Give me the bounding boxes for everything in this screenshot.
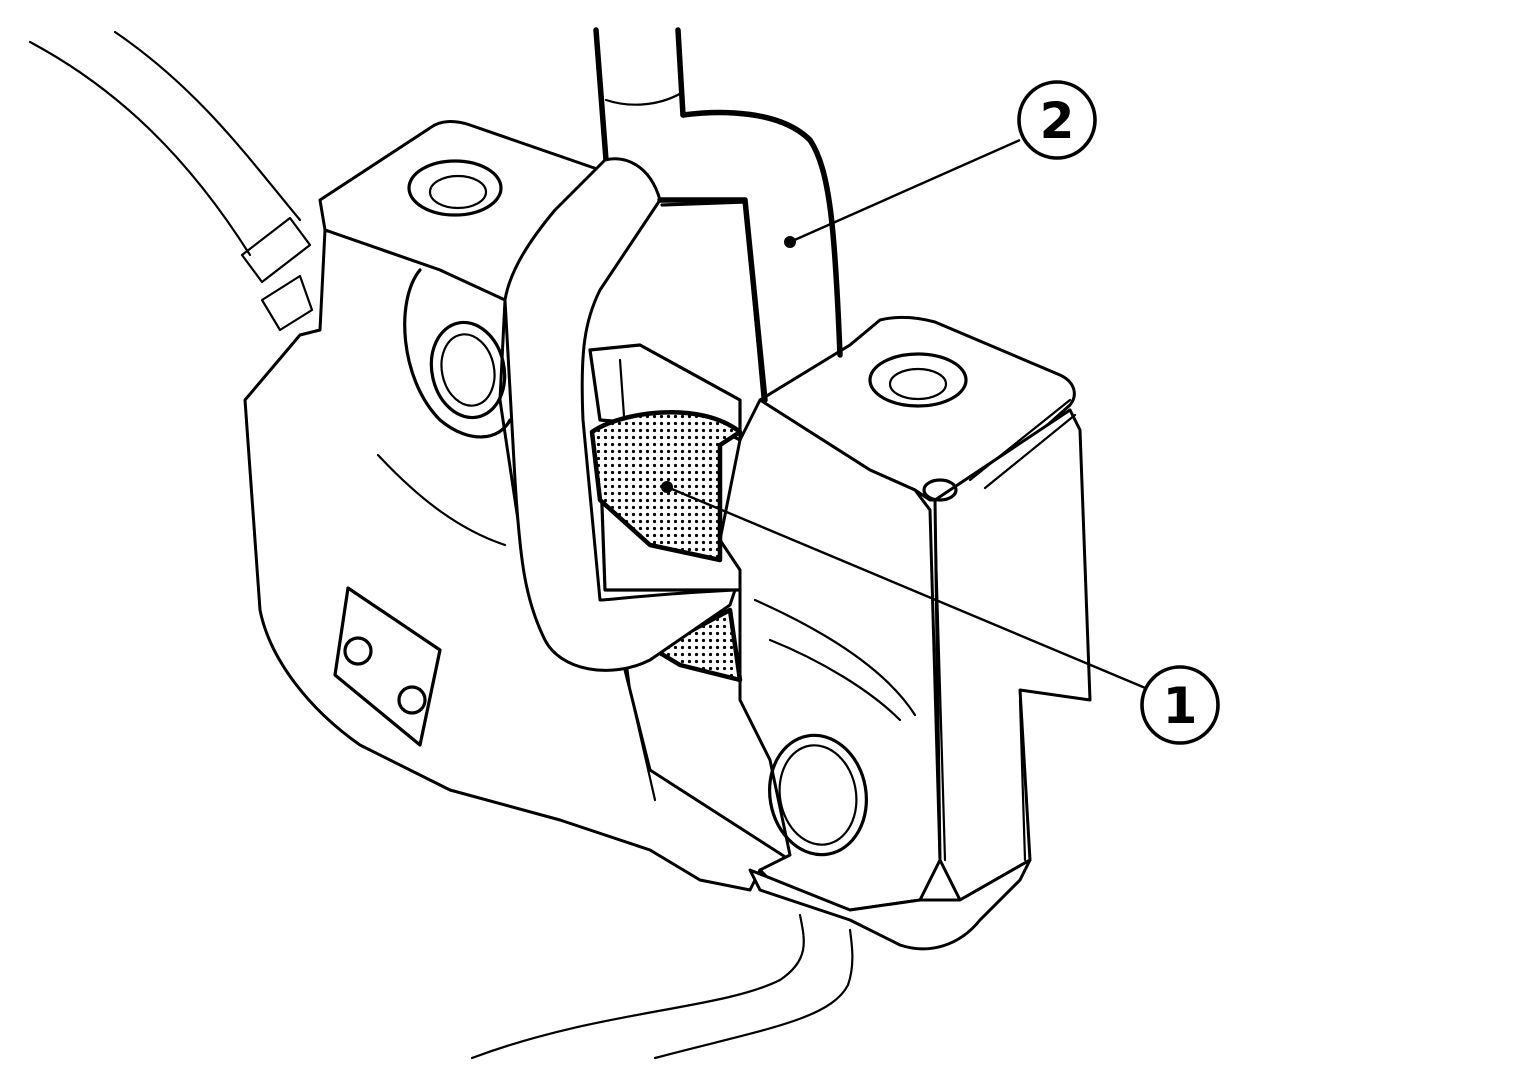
mounting-holes <box>403 159 968 857</box>
callout-1: 1 <box>1140 665 1220 745</box>
rivet-icon <box>397 685 427 715</box>
cable-top-left <box>28 30 314 332</box>
leader-dot-1 <box>661 481 673 493</box>
leader-dot-2 <box>784 236 796 248</box>
striker-rod <box>593 27 686 163</box>
leader-line-2 <box>789 138 1021 244</box>
leader-line-1 <box>666 485 1151 692</box>
cable-bottom <box>470 913 854 1060</box>
callout-2-number: 2 <box>1040 92 1075 150</box>
callout-2: 2 <box>1017 80 1097 160</box>
callout-1-number: 1 <box>1163 677 1198 735</box>
striker <box>503 109 843 672</box>
rivet-icon <box>343 636 373 666</box>
rivet-plate <box>333 586 442 747</box>
leader-lines <box>661 138 1151 692</box>
surface-contours <box>376 453 917 802</box>
